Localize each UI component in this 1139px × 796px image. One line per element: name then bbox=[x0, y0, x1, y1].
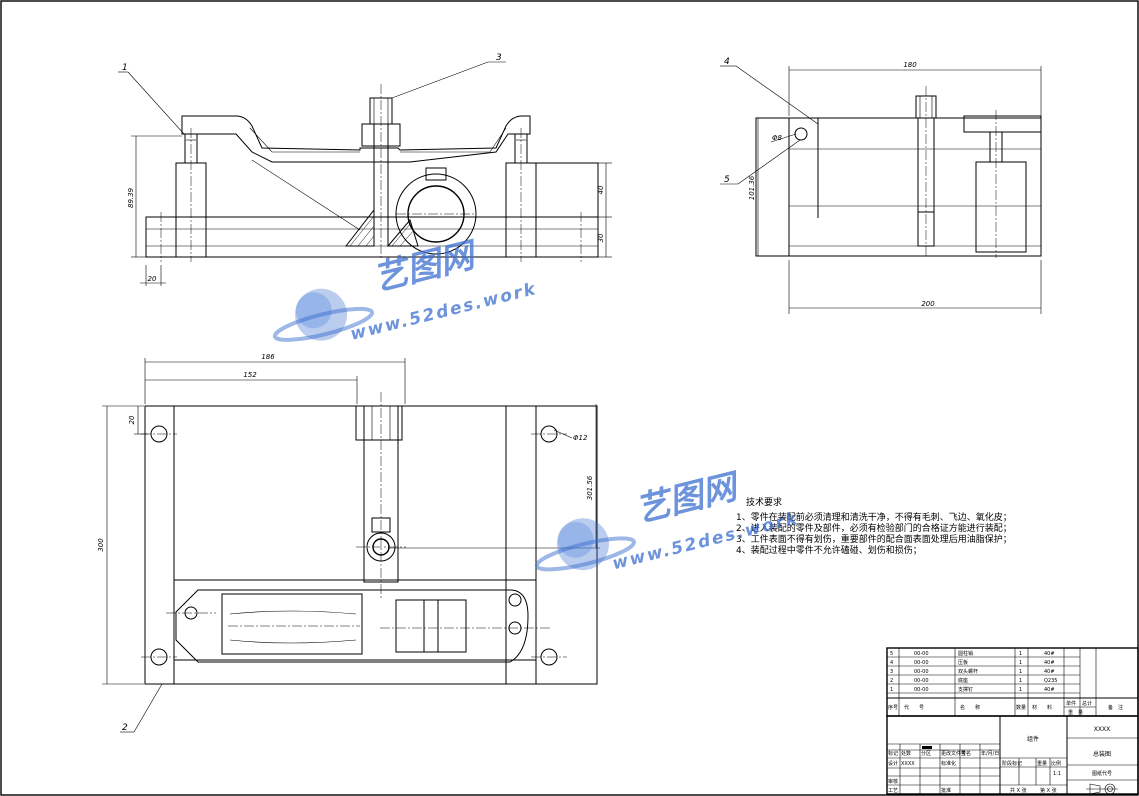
top-dim-total: 186 bbox=[261, 353, 275, 361]
side-dim-bottom: 200 bbox=[921, 300, 935, 308]
bom-header-material: 材 料 bbox=[1032, 704, 1052, 711]
side-dim-top: 180 bbox=[903, 61, 917, 69]
tb-mark: 标记 bbox=[888, 750, 898, 757]
bom-cell-name: 圆柱销 bbox=[958, 650, 973, 657]
tb-review: 审核 bbox=[888, 778, 898, 785]
tb-count: 处数 bbox=[901, 750, 911, 757]
bom-cell-name: 支撑钉 bbox=[958, 686, 973, 693]
side-view: 180 200 101.36 Φ8 4 5 bbox=[720, 57, 1042, 314]
bom-cell-no: 5 bbox=[890, 651, 893, 657]
callout-1: 1 bbox=[122, 63, 128, 73]
bom-cell-no: 3 bbox=[890, 669, 893, 675]
watermark-globe-icon bbox=[272, 288, 375, 342]
callout-3: 3 bbox=[496, 53, 502, 63]
bom-header-single: 单件 bbox=[1066, 700, 1076, 707]
bom-cell-no: 1 bbox=[890, 687, 893, 693]
tb-scale: 比例 bbox=[1051, 760, 1061, 767]
bom-cell-qty: 1 bbox=[1019, 669, 1022, 675]
tb-sheet: 第 X 张 bbox=[1040, 787, 1057, 794]
tb-process: 工艺 bbox=[888, 788, 898, 794]
front-dim-upper: 40 bbox=[597, 185, 605, 194]
title-block: 标记 处数 分区 更改文件号 签名 年/月/日 设计 XXXX 标准化 审核 工… bbox=[886, 715, 1139, 795]
callout-4: 4 bbox=[724, 57, 730, 67]
top-dim-offset: 20 bbox=[128, 415, 136, 424]
bom-cell-material: 40# bbox=[1044, 651, 1055, 657]
bom-header-remark: 备 注 bbox=[1108, 704, 1123, 711]
top-dim-hole: Φ12 bbox=[573, 434, 588, 442]
bom-cell-material: 40# bbox=[1044, 669, 1055, 675]
side-dim-hole: Φ8 bbox=[772, 134, 783, 142]
tb-sheets: 共 X 张 bbox=[1010, 787, 1027, 794]
tb-drawing-name: 总装图 bbox=[1093, 750, 1111, 758]
front-dim-foot: 20 bbox=[148, 275, 157, 283]
side-dim-height: 101.36 bbox=[748, 175, 756, 200]
tb-assembly-name: 组件 bbox=[1027, 735, 1039, 743]
front-dim-lower: 30 bbox=[597, 233, 605, 242]
tb-zone: 分区 bbox=[921, 750, 931, 757]
tb-date: 年/月/日 bbox=[981, 750, 999, 757]
tb-stage-mark: 阶段标记 bbox=[1002, 760, 1022, 767]
bom-cell-material: Q235 bbox=[1044, 678, 1057, 684]
bom-header-code: 代 号 bbox=[904, 704, 924, 711]
bom-header-total: 总计 bbox=[1082, 700, 1092, 707]
tech-requirements: 技术要求 1、零件在装配前必须清理和清洗干净，不得有毛刺、飞边、氧化皮； 2、进… bbox=[736, 496, 1012, 556]
bom-cell-name: 压板 bbox=[958, 659, 968, 666]
bom-cell-code: 00-00 bbox=[914, 651, 929, 657]
tb-weight: 重量 bbox=[1037, 760, 1047, 767]
bom-header-no: 序号 bbox=[888, 704, 898, 711]
tb-title: XXXX bbox=[1094, 726, 1110, 733]
top-dim-height: 300 bbox=[97, 538, 105, 552]
front-dim-height: 89.39 bbox=[127, 187, 135, 208]
bom-cell-code: 00-00 bbox=[914, 669, 929, 675]
watermark-brand-2: 艺图网 bbox=[632, 466, 745, 531]
bom-cell-code: 00-00 bbox=[914, 678, 929, 684]
callout-5: 5 bbox=[724, 175, 730, 185]
tech-requirement-3: 3、工件表面不得有划伤，重要部件的配合面表面处理后用油脂保护； bbox=[736, 533, 1012, 545]
bom-cell-name: 双头螺杆 bbox=[958, 668, 978, 675]
tb-design: 设计 bbox=[888, 760, 898, 767]
watermark-brand: 艺图网 bbox=[369, 234, 482, 299]
tb-sign: 签名 bbox=[961, 750, 971, 757]
watermark-top: 艺图网 www.52des.work bbox=[272, 234, 539, 345]
watermark-bottom: 艺图网 www.52des.work bbox=[534, 466, 801, 574]
bom-cell-qty: 1 bbox=[1019, 678, 1022, 684]
tb-drawing-no: 图纸代号 bbox=[1092, 770, 1112, 777]
bom-cell-qty: 1 bbox=[1019, 687, 1022, 693]
watermark-globe-icon-2 bbox=[534, 518, 636, 572]
projection-symbol-icon bbox=[1086, 783, 1118, 795]
bom-header-weight: 重 量 bbox=[1068, 709, 1083, 716]
bom-cell-qty: 1 bbox=[1019, 660, 1022, 666]
bom-cell-no: 4 bbox=[890, 660, 893, 666]
bom-cell-qty: 1 bbox=[1019, 651, 1022, 657]
bom-cell-no: 2 bbox=[890, 678, 893, 684]
bom-table: 5 00-00 圆柱销 1 40# 4 00-00 压板 1 40# 3 00-00 双头螺杆 1 40# 2… bbox=[886, 647, 1139, 717]
tech-requirement-1: 1、零件在装配前必须清理和清洗干净，不得有毛刺、飞边、氧化皮； bbox=[736, 511, 1012, 523]
front-view: 89.39 20 40 30 1 3 bbox=[118, 53, 612, 286]
bom-cell-name: 底座 bbox=[958, 677, 968, 684]
top-view: 186 152 300 20 301.56 Φ12 2 bbox=[97, 353, 600, 733]
bom-header-name: 名 称 bbox=[960, 704, 980, 711]
top-dim-inner: 152 bbox=[243, 371, 257, 379]
tb-change-doc: 更改文件号 bbox=[941, 750, 966, 757]
bom-cell-material: 40# bbox=[1044, 687, 1055, 693]
tb-scale-value: 1:1 bbox=[1053, 771, 1061, 777]
tech-requirements-title: 技术要求 bbox=[746, 496, 782, 508]
tech-requirement-2: 2、进入装配的零件及部件，必须有检验部门的合格证方能进行装配； bbox=[736, 522, 1012, 534]
bom-header-qty: 数量 bbox=[1016, 704, 1026, 711]
bom-cell-material: 40# bbox=[1044, 660, 1055, 666]
tb-designer: XXXX bbox=[901, 761, 915, 767]
tb-approve: 批准 bbox=[941, 787, 951, 794]
bom-cell-code: 00-00 bbox=[914, 687, 929, 693]
bom-cell-code: 00-00 bbox=[914, 660, 929, 666]
tech-requirement-4: 4、装配过程中零件不允许磕碰、划伤和损伤； bbox=[736, 544, 922, 556]
callout-2: 2 bbox=[122, 723, 128, 733]
tb-standard: 标准化 bbox=[941, 760, 956, 767]
top-dim-stud: 301.56 bbox=[586, 475, 594, 500]
